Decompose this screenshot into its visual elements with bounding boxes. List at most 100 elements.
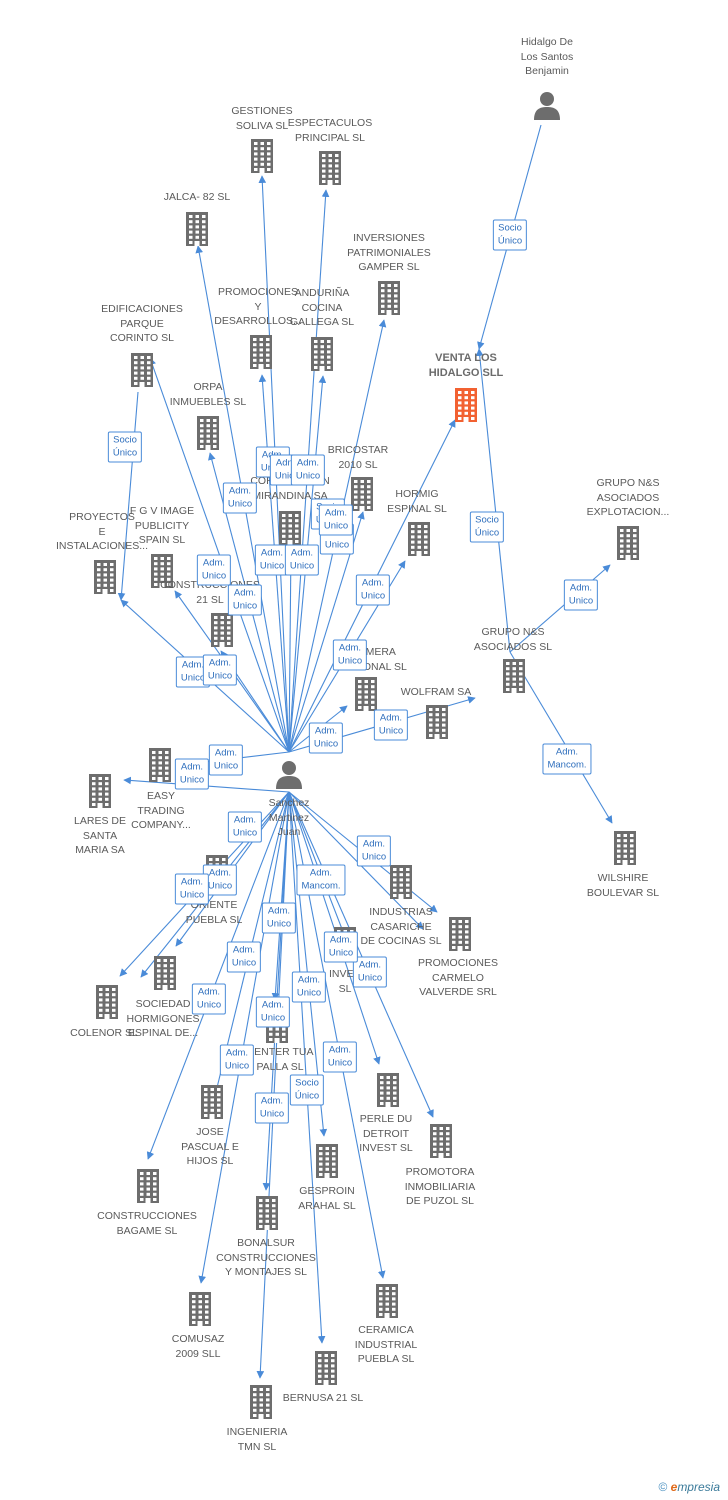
node-label[interactable]: CENTER TUA PALLA SL <box>246 1046 314 1073</box>
edge-role-badge: Adm. Unico <box>174 758 210 790</box>
edge-role-badge: Adm. Unico <box>355 574 391 606</box>
building-icon[interactable] <box>317 151 343 185</box>
node-label[interactable]: JALCA- 82 SL <box>163 191 231 203</box>
edge-role-badge: Adm. Unico <box>323 931 359 963</box>
node-label[interactable]: LARES DE SANTA MARIA SA <box>74 815 126 856</box>
node-label[interactable]: GESPROIN ARAHAL SL <box>298 1185 356 1212</box>
node-label[interactable]: COLENOR SL <box>70 1027 138 1039</box>
node-label[interactable]: Sanchez Martinez Juan <box>268 797 310 838</box>
building-icon[interactable] <box>87 774 113 808</box>
edge-role-badge: Socio Único <box>289 1074 325 1106</box>
building-icon[interactable] <box>94 985 120 1019</box>
node-label[interactable]: GESTIONES SOLIVA SL <box>231 105 293 132</box>
edge-role-badge: Adm. Mancom. <box>296 864 346 896</box>
node-label[interactable]: PRIMERA DIAGONAL SL <box>337 646 407 673</box>
building-icon[interactable] <box>195 416 221 450</box>
building-icon[interactable] <box>248 1385 274 1419</box>
building-icon[interactable] <box>129 353 155 387</box>
building-icon[interactable] <box>149 554 175 588</box>
building-icon[interactable] <box>209 613 235 647</box>
edge-role-badge: Adm. Unico <box>284 544 320 576</box>
node-label[interactable]: VENTA LOS HIDALGO SLL <box>428 352 504 379</box>
node-label[interactable]: GRUPO N&S ASOCIADOS SL <box>473 626 553 653</box>
edge-role-badge: Adm. Unico <box>356 835 392 867</box>
edge-sanchez-to-corporacion <box>287 544 295 753</box>
node-label[interactable]: HORMIG ESPINAL SL <box>387 488 447 515</box>
node-label[interactable]: PROMOTORA INMOBILIARIA DE PUZOL SL <box>404 1166 476 1207</box>
building-icon[interactable] <box>92 560 118 594</box>
building-icon[interactable] <box>249 139 275 173</box>
person-icon[interactable] <box>532 90 562 120</box>
node-label[interactable]: Hidalgo De Los Santos Benjamin <box>520 36 574 77</box>
node-label[interactable]: INGENIERIA TMN SL <box>226 1426 288 1453</box>
building-icon[interactable] <box>184 212 210 246</box>
node-label[interactable]: PROMOCIONES Y DESARROLLOS... <box>214 286 302 327</box>
node-label[interactable]: PROMOCIONES CARMELO VALVERDE SRL <box>418 957 498 998</box>
edge-role-badge: Adm. Unico <box>202 654 238 686</box>
edge-role-badge: Adm. Unico <box>318 504 354 536</box>
edge-role-badge: Adm. Unico <box>174 873 210 905</box>
edge-role-badge: Adm. Unico <box>322 1041 358 1073</box>
building-icon[interactable] <box>349 477 375 511</box>
node-label[interactable]: SOCIEDAD HORMIGONES ESPINAL DE... <box>126 998 200 1039</box>
node-label[interactable]: JOSE PASCUAL E HIJOS SL <box>181 1126 239 1167</box>
building-icon[interactable] <box>453 388 479 422</box>
node-label[interactable]: BONALSUR CONSTRUCCIONES Y MONTAJES SL <box>216 1237 316 1278</box>
edge-sanchez-to-promociones_c <box>288 791 424 930</box>
node-label[interactable]: PERLE DU DETROIT INVEST SL <box>359 1113 413 1154</box>
building-icon[interactable] <box>199 1085 225 1119</box>
node-label[interactable]: ESPECTACULOS PRINCIPAL SL <box>287 117 373 144</box>
edge-role-badge: Adm. Unico <box>208 744 244 776</box>
node-label[interactable]: INDUSTRIAS CASARICHE DE COCINAS SL <box>360 906 442 947</box>
node-label[interactable]: INVERSIONES PATRIMONIALES GAMPER SL <box>347 232 431 273</box>
node-label[interactable]: ORPA INMUEBLES SL <box>169 381 247 408</box>
building-icon[interactable] <box>612 831 638 865</box>
building-icon[interactable] <box>428 1124 454 1158</box>
node-label[interactable]: WILSHIRE BOULEVAR SL <box>586 872 660 899</box>
edge-sanchez-to-promotora <box>288 791 434 1118</box>
edge-role-badge: Adm. Unico <box>222 482 258 514</box>
building-icon[interactable] <box>501 659 527 693</box>
building-icon[interactable] <box>313 1351 339 1385</box>
building-icon[interactable] <box>254 1196 280 1230</box>
node-label[interactable]: BRICOSTAR 2010 SL <box>327 444 389 471</box>
building-icon[interactable] <box>187 1292 213 1326</box>
building-icon[interactable] <box>147 748 173 782</box>
node-label[interactable]: WOLFRAM SA <box>400 686 472 698</box>
node-label[interactable]: COMUSAZ 2009 SLL <box>171 1333 225 1360</box>
building-icon[interactable] <box>376 281 402 315</box>
node-label[interactable]: EDIFICACIONES PARQUE CORINTO SL <box>101 303 183 344</box>
building-icon[interactable] <box>388 865 414 899</box>
person-icon[interactable] <box>274 759 304 789</box>
building-icon[interactable] <box>152 956 178 990</box>
node-label[interactable]: ORIENTE PUEBLA SL <box>185 899 243 926</box>
building-icon[interactable] <box>314 1144 340 1178</box>
node-label[interactable]: GRUPO N&S ASOCIADOS EXPLOTACION... <box>586 477 670 518</box>
node-label[interactable]: F G V IMAGE PUBLICITY SPAIN SL <box>129 505 195 546</box>
node-label[interactable]: BERNUSA 21 SL <box>282 1392 364 1404</box>
node-label[interactable]: CERAMICA INDUSTRIAL PUEBLA SL <box>354 1324 418 1365</box>
building-icon[interactable] <box>353 677 379 711</box>
building-icon[interactable] <box>375 1073 401 1107</box>
edge-grupo_ns-to-venta <box>475 348 511 653</box>
building-icon[interactable] <box>277 511 303 545</box>
node-label[interactable]: PROYECTOS E INSTALACIONES... <box>56 511 148 552</box>
building-icon[interactable] <box>248 335 274 369</box>
edge-role-badge: Socio Único <box>107 431 143 463</box>
building-icon[interactable] <box>309 337 335 371</box>
node-label[interactable]: CONSTRUCCIONES BAGAME SL <box>97 1210 197 1237</box>
node-label[interactable]: EASY TRADING COMPANY... <box>131 790 191 831</box>
building-icon[interactable] <box>135 1169 161 1203</box>
building-icon[interactable] <box>615 526 641 560</box>
edge-edificaciones-to-proyectos <box>117 391 139 601</box>
edge-role-badge: Adm. Mancom. <box>542 743 592 775</box>
building-icon[interactable] <box>447 917 473 951</box>
edge-role-badge: Adm. Unico <box>261 902 297 934</box>
building-icon[interactable] <box>406 522 432 556</box>
building-icon[interactable] <box>374 1284 400 1318</box>
building-icon[interactable] <box>424 705 450 739</box>
node-label[interactable]: ANDURIÑA COCINA GALLEGA SL <box>289 287 355 328</box>
edge-sanchez-to-construcc_bagame <box>146 791 290 1160</box>
edge-role-badge: Adm. Unico <box>332 639 368 671</box>
